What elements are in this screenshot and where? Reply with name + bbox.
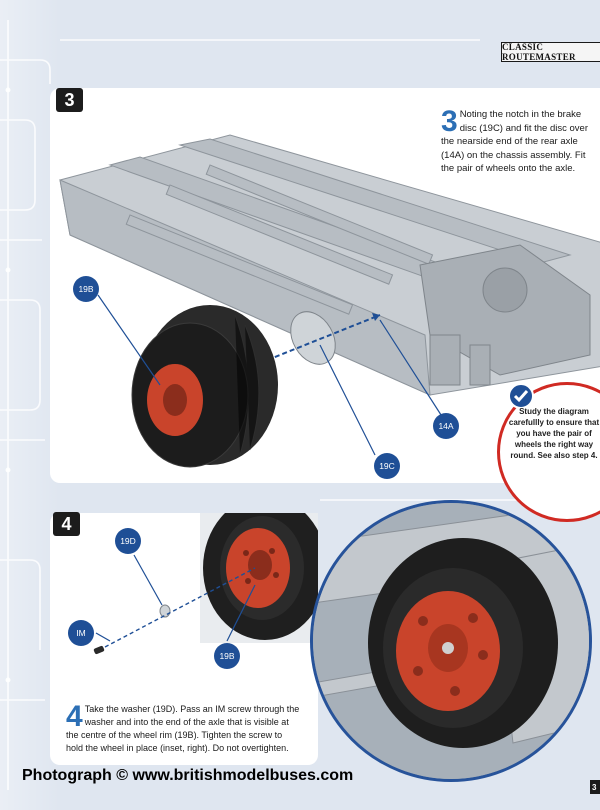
- brake-disc: [290, 311, 336, 365]
- page-number: 3: [590, 780, 600, 794]
- step-3-text: Noting the notch in the brake disc (19C)…: [441, 109, 588, 174]
- washer: [159, 604, 171, 618]
- callout-19c: 19C: [374, 453, 400, 479]
- callout-14a: 14A: [433, 413, 459, 439]
- step-4-text: Take the washer (19D). Pass an IM screw …: [66, 704, 300, 753]
- step-3-big-number: 3: [441, 105, 458, 138]
- callout-19d: 19D: [115, 528, 141, 554]
- chassis-illustration: [59, 134, 600, 468]
- inset-photo: [310, 500, 592, 782]
- tip-text: Study the diagram carefullly to ensure t…: [508, 407, 600, 460]
- step-4-big-number: 4: [66, 700, 83, 733]
- wheel-closeup-illustration: [93, 513, 318, 655]
- step-4-number: 4: [53, 512, 80, 536]
- callout-im: IM: [68, 620, 94, 646]
- check-icon: [508, 383, 534, 409]
- photo-credit-watermark: Photograph © www.britishmodelbuses.com: [22, 767, 354, 784]
- screw: [93, 645, 105, 655]
- series-label: CLASSIC ROUTEMASTER: [501, 42, 600, 62]
- step-3-number: 3: [56, 88, 83, 112]
- wheel-pair: [131, 305, 278, 468]
- callout-19b-step3: 19B: [73, 276, 99, 302]
- callout-19b-step4: 19B: [214, 643, 240, 669]
